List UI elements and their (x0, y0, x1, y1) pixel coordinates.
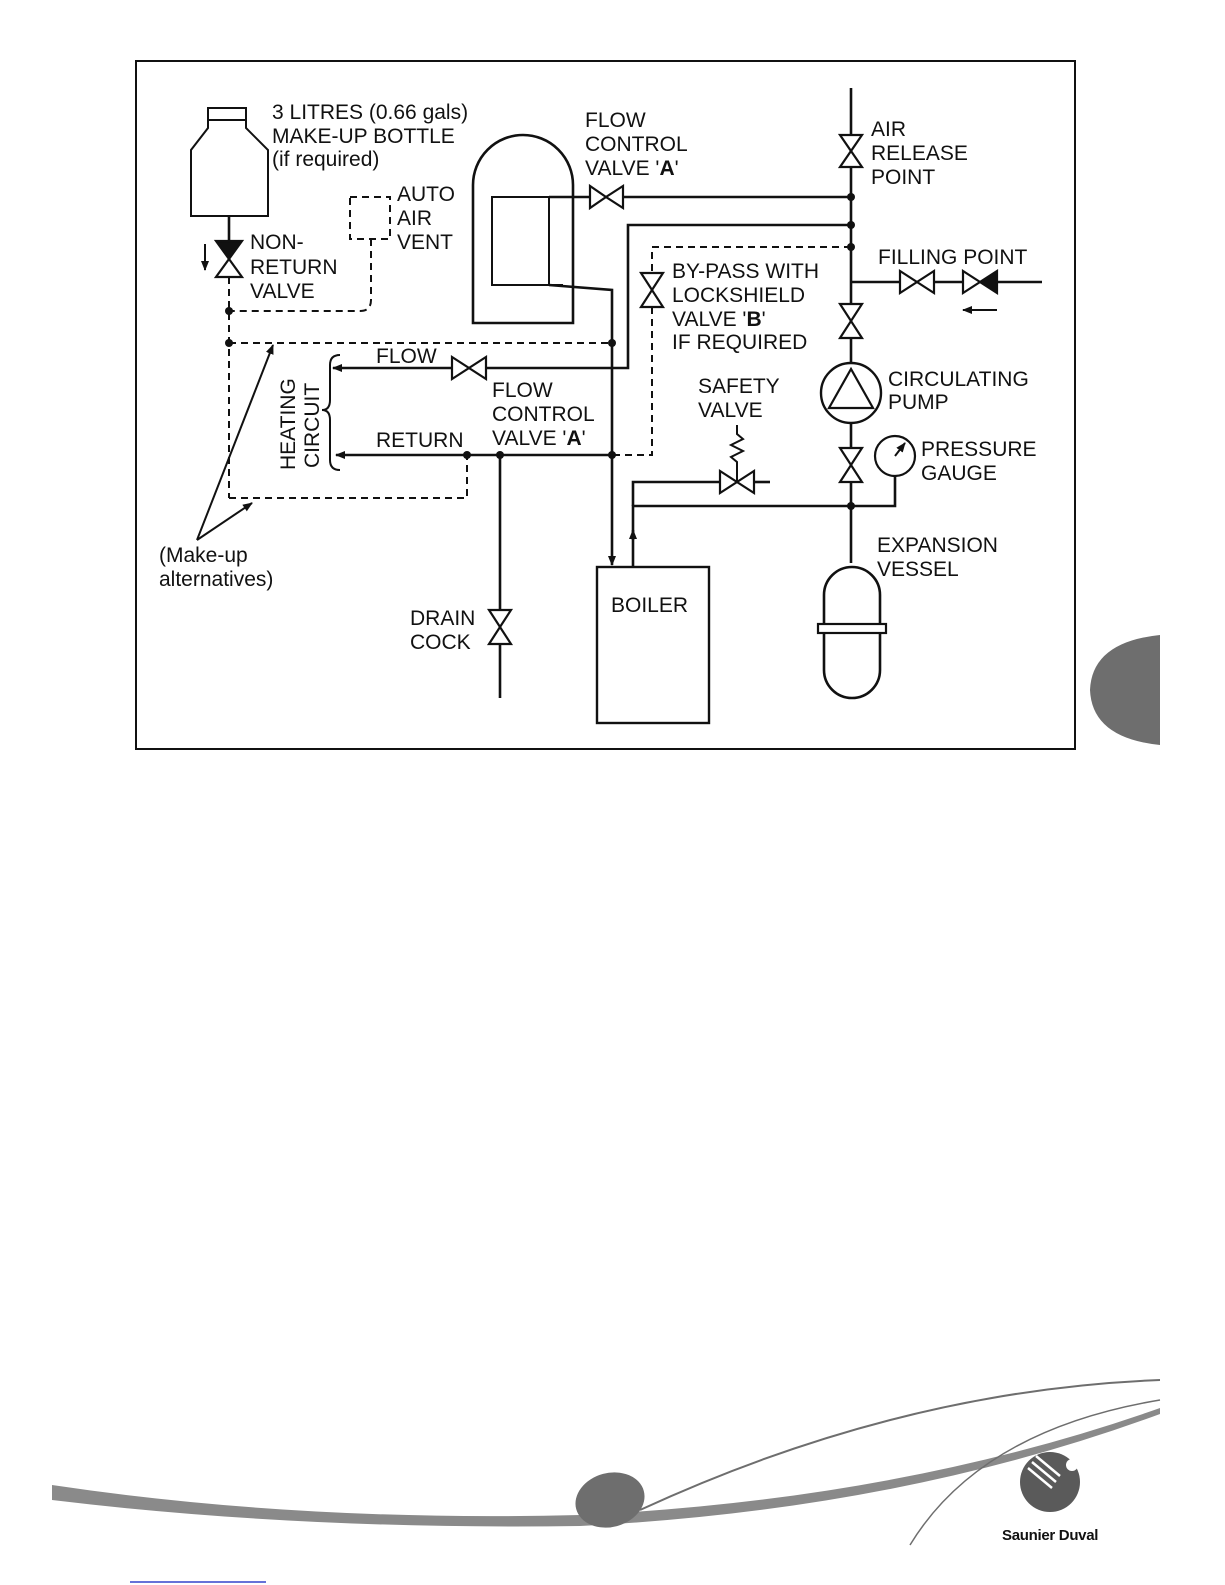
flow-control-mid-label-2: CONTROL (492, 403, 595, 426)
filling-non-return-valve (961, 268, 999, 296)
bottle-label-2: MAKE-UP BOTTLE (272, 125, 455, 148)
footer-decoration (52, 1379, 1161, 1583)
non-return-label-2: RETURN (250, 256, 338, 279)
auto-air-vent-label-2: AIR (397, 207, 432, 230)
bottle-label-1: 3 LITRES (0.66 gals) (272, 101, 468, 124)
flow-label: FLOW (376, 345, 437, 368)
bypass-label-3: VALVE 'B' (672, 308, 766, 331)
air-release-label-2: RELEASE (871, 142, 968, 165)
footer-curve-1 (639, 1379, 1161, 1511)
hot-water-cylinder (471, 133, 575, 325)
makeup-bottle (190, 107, 269, 217)
isolating-valve-upper (837, 302, 865, 340)
return-label: RETURN (376, 429, 464, 452)
footer-curve-2 (909, 1399, 1161, 1546)
pressure-gauge-label-1: PRESSURE (921, 438, 1037, 461)
brand-name: Saunier Duval (1002, 1527, 1099, 1544)
safety-valve (718, 425, 756, 496)
drain-cock-valve (486, 608, 514, 646)
expansion-vessel (816, 565, 888, 700)
auto-air-vent-label-1: AUTO (397, 183, 455, 206)
circulating-pump-label-2: PUMP (888, 391, 949, 414)
makeup-alternatives-label-1: (Make-up (159, 544, 248, 567)
bypass-label-2: LOCKSHIELD (672, 284, 805, 307)
circulating-pump (819, 361, 883, 425)
pressure-gauge-label-2: GAUGE (921, 462, 997, 485)
flow-control-top-label-3: VALVE 'A' (585, 157, 679, 180)
flow-control-valve-mid (450, 354, 488, 382)
makeup-alternatives-label-2: alternatives) (159, 568, 273, 591)
boiler-label: BOILER (611, 594, 688, 617)
bottle-label-3: (if required) (272, 148, 379, 171)
safety-valve-label-1: SAFETY (698, 375, 780, 398)
diagram-frame (135, 60, 1076, 750)
heating-system-diagram: 3 LITRES (0.66 gals) MAKE-UP BOTTLE (if … (135, 60, 1160, 750)
drain-cock-label-2: COCK (410, 631, 471, 654)
air-release-label-1: AIR (871, 118, 906, 141)
flow-control-top-label-2: CONTROL (585, 133, 688, 156)
page-tab (1090, 635, 1160, 745)
flow-control-mid-label-3: VALVE 'A' (492, 427, 586, 450)
isolating-valve-lower (837, 446, 865, 484)
air-release-label-3: POINT (871, 166, 935, 189)
pressure-gauge (873, 434, 917, 478)
bypass-label-4: IF REQUIRED (672, 331, 807, 354)
filling-point-label: FILLING POINT (878, 246, 1028, 269)
flow-control-mid-label-1: FLOW (492, 379, 553, 402)
air-release-valve (837, 133, 865, 169)
boiler-box (595, 565, 711, 725)
circulating-pump-label-1: CIRCULATING (888, 368, 1029, 391)
flow-control-valve-top (588, 183, 625, 211)
heating-circuit-label-2: CIRCUIT (301, 383, 324, 468)
non-return-label-3: VALVE (250, 280, 315, 303)
auto-air-vent (349, 196, 391, 240)
expansion-vessel-label-1: EXPANSION (877, 534, 998, 557)
bypass-lockshield-valve (638, 271, 666, 309)
brand-logo-icon (1020, 1452, 1080, 1512)
drain-cock-label-1: DRAIN (410, 607, 475, 630)
footer-page-ellipse (575, 1472, 645, 1528)
bypass-label-1: BY-PASS WITH (672, 260, 819, 283)
auto-air-vent-label-3: VENT (397, 231, 453, 254)
expansion-vessel-label-2: VESSEL (877, 558, 959, 581)
filling-valve (898, 268, 936, 296)
non-return-label-1: NON- (250, 231, 304, 254)
safety-valve-label-2: VALVE (698, 399, 763, 422)
flow-control-top-label-1: FLOW (585, 109, 646, 132)
heating-circuit-label-1: HEATING (277, 378, 300, 470)
non-return-valve (213, 239, 245, 279)
